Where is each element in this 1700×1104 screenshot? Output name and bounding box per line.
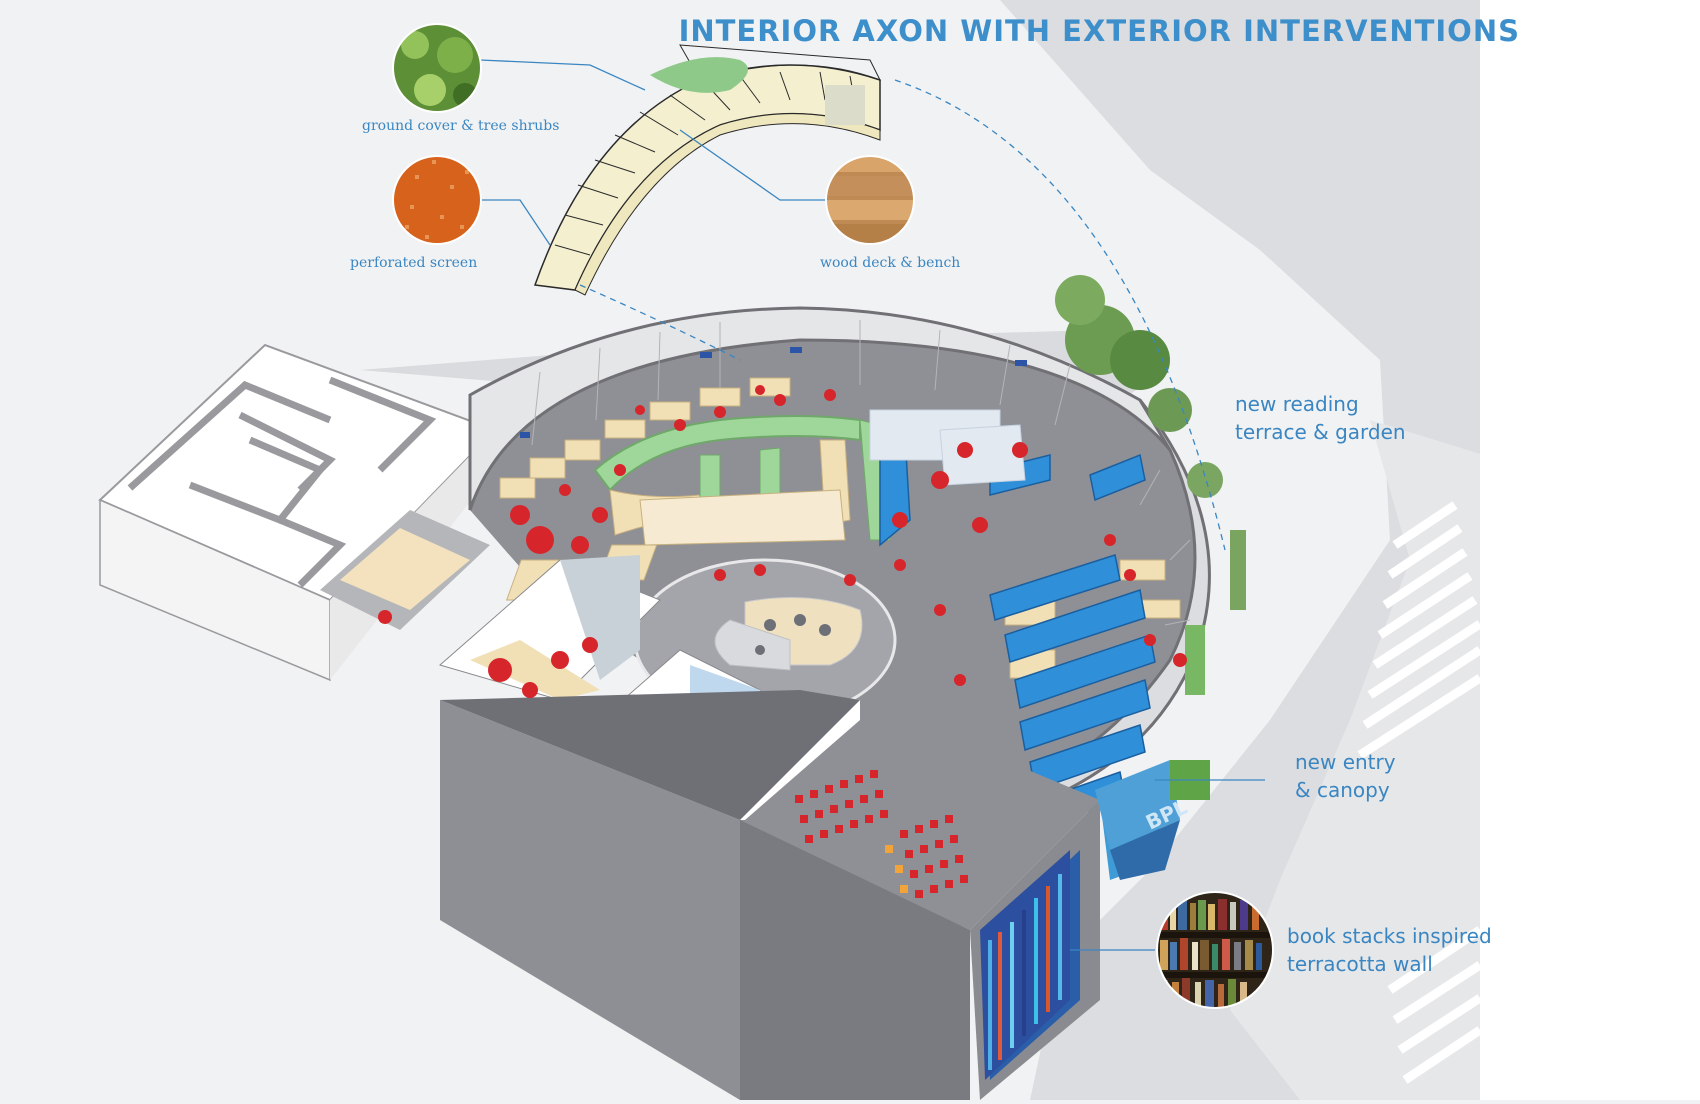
wood-deck-swatch — [826, 156, 914, 244]
label-reading-terrace-line2: terrace & garden — [1235, 420, 1406, 444]
perforated-screen-swatch — [393, 156, 481, 244]
chairs — [488, 385, 1187, 698]
lower-rooms — [438, 555, 1100, 1100]
label-terracotta-line1: book stacks inspired — [1287, 924, 1492, 948]
dashed-leaders — [579, 79, 1226, 551]
auditorium-seating — [795, 770, 968, 898]
label-wood-deck: wood deck & bench — [820, 255, 961, 271]
reading-garden — [1055, 275, 1246, 610]
swatch-rings — [392, 23, 1274, 1009]
label-perforated-screen: perforated screen — [350, 255, 478, 271]
terracotta-wall — [980, 850, 1070, 1080]
label-new-entry: new entry & canopy — [1295, 748, 1396, 804]
bookshelf-swatch — [1157, 892, 1273, 1008]
auditorium-seating-accent — [885, 845, 908, 893]
label-terracotta-wall: book stacks inspired terracotta wall — [1287, 922, 1492, 978]
diagram-title: INTERIOR AXON WITH EXTERIOR INTERVENTION… — [678, 14, 1520, 48]
ground-cover-swatch — [393, 24, 481, 112]
label-reading-terrace: new reading terrace & garden — [1235, 390, 1406, 446]
label-new-entry-line1: new entry — [1295, 750, 1396, 774]
label-ground-cover: ground cover & tree shrubs — [362, 118, 560, 134]
label-terracotta-line2: terracotta wall — [1287, 952, 1433, 976]
west-wing — [98, 343, 497, 682]
leader-lines — [479, 59, 1265, 951]
terrace-sketch — [533, 44, 882, 296]
label-reading-terrace-line1: new reading — [1235, 392, 1359, 416]
label-new-entry-line2: & canopy — [1295, 778, 1390, 802]
